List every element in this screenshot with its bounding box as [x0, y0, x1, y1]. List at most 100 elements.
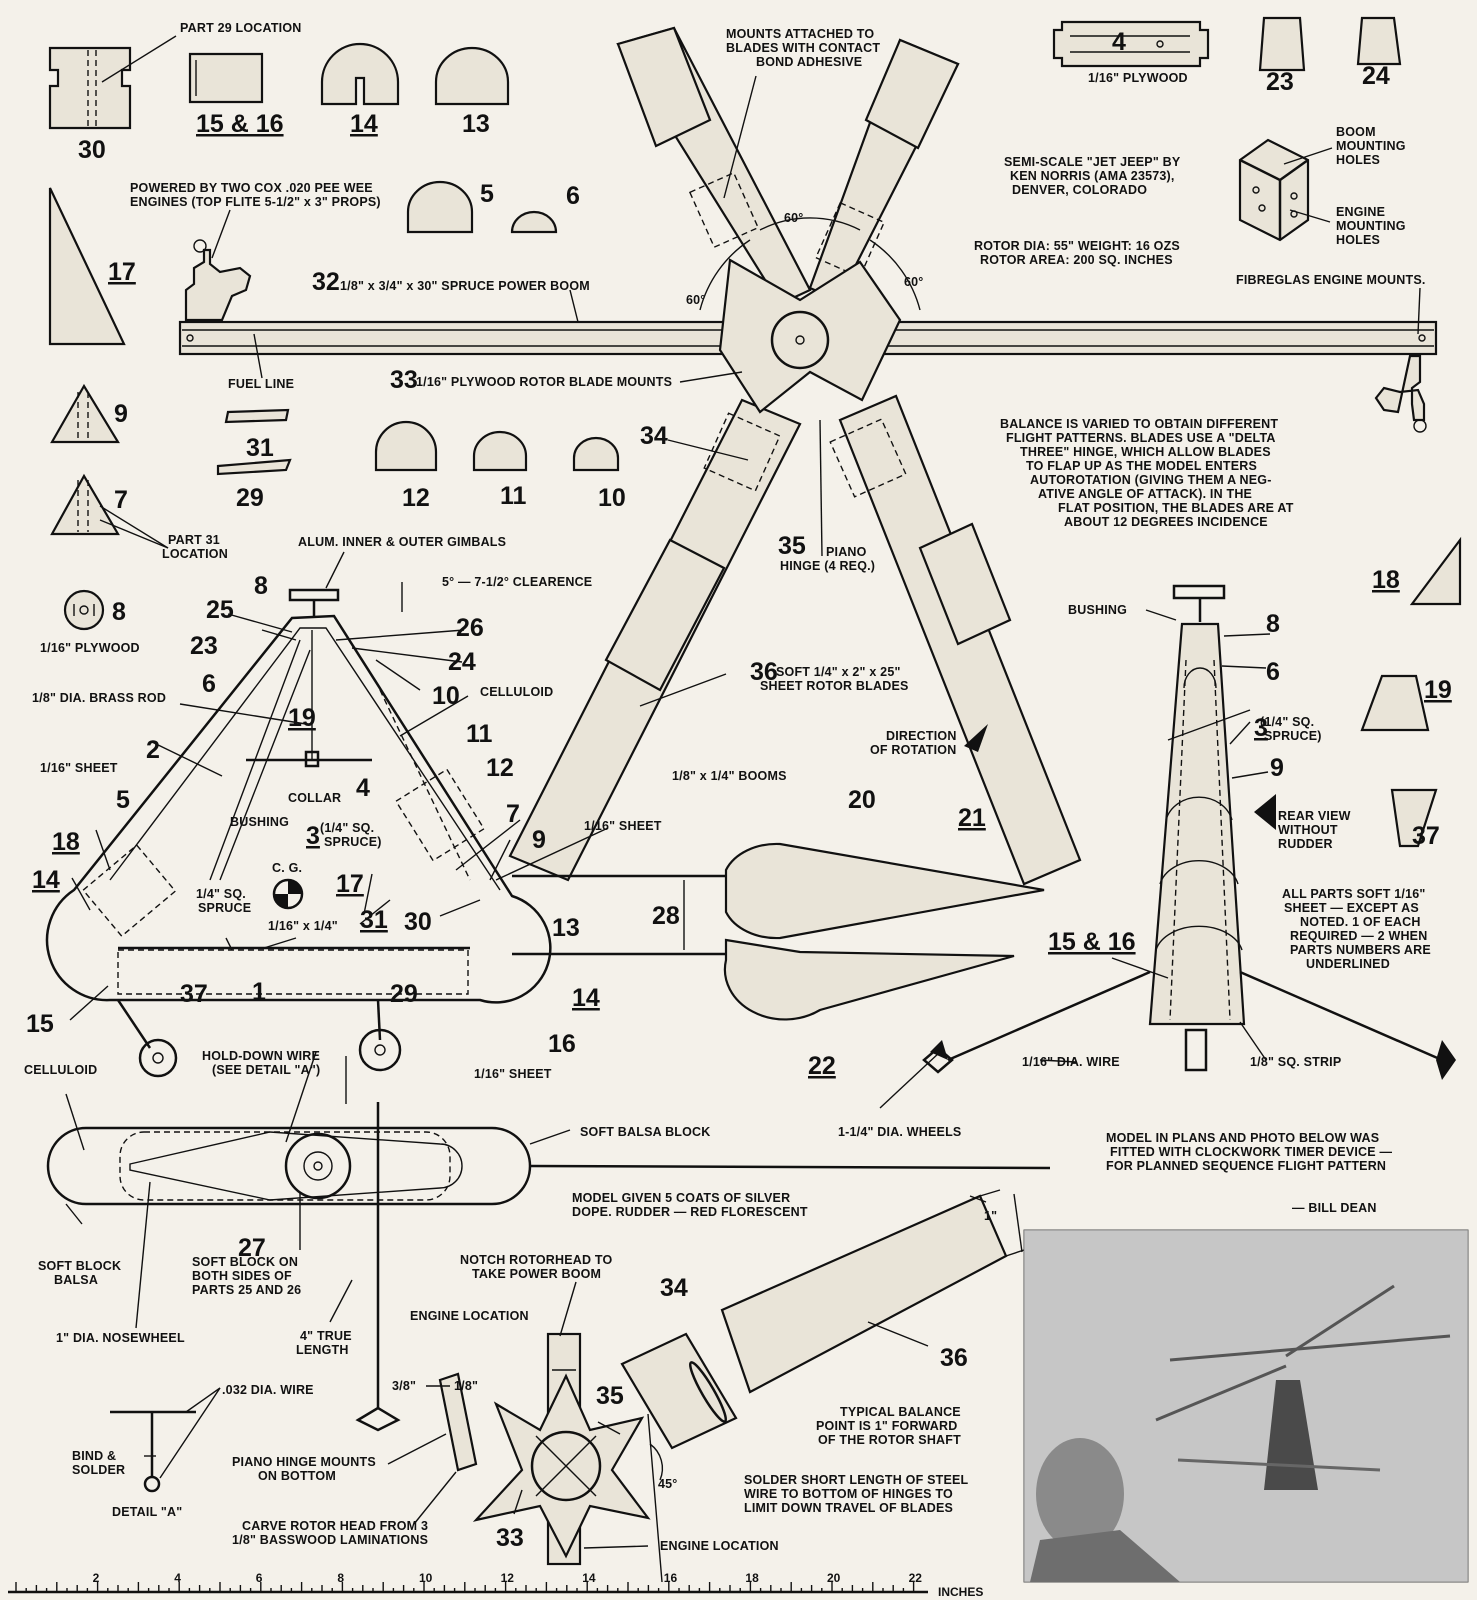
label-spruce-1: (1/4" SQ.: [320, 821, 374, 835]
part-numbers: 30 15 & 16 14 13 4 23 24 5 6 17 32 33 9 …: [26, 28, 1452, 1552]
part-num-19: 19: [1424, 676, 1452, 704]
ruler-label: 4: [174, 1571, 181, 1585]
part-num-16: 16: [548, 1030, 576, 1058]
detail-a: [110, 1410, 196, 1493]
part-12-shape: [374, 420, 438, 472]
label-dim-38: 3/8": [392, 1379, 416, 1393]
label-true-length-2: LENGTH: [296, 1343, 349, 1357]
part-num-23-side: 23: [190, 632, 218, 660]
label-celluloid-top: CELLULOID: [480, 685, 553, 699]
part-num-12: 12: [402, 484, 430, 512]
part-num-31: 31: [246, 434, 274, 462]
part-num-34-detail: 34: [660, 1274, 688, 1302]
label-balance-1: BALANCE IS VARIED TO OBTAIN DIFFERENT: [1000, 417, 1278, 431]
label-all-parts-4: REQUIRED — 2 WHEN: [1290, 929, 1427, 943]
label-power-boom: 1/8" x 3/4" x 30" SPRUCE POWER BOOM: [340, 279, 590, 293]
label-all-parts-5: PARTS NUMBERS ARE: [1290, 943, 1431, 957]
label-rear-view-3: RUDDER: [1278, 837, 1333, 851]
label-all-parts-2: SHEET — EXCEPT AS: [1284, 901, 1419, 915]
label-clockwork-3: FOR PLANNED SEQUENCE FLIGHT PATTERN: [1106, 1159, 1386, 1173]
part-num-5: 5: [480, 180, 494, 208]
engine-mount-box: [1238, 138, 1310, 242]
label-engine-holes-2: MOUNTING: [1336, 219, 1406, 233]
label-carve-2: 1/8" BASSWOOD LAMINATIONS: [232, 1533, 428, 1547]
part-num-11: 11: [500, 482, 527, 510]
label-sheet-116-b: 1/16" SHEET: [584, 819, 662, 833]
label-notch-2: TAKE POWER BOOM: [472, 1267, 601, 1281]
rotor-head-detail: [438, 1189, 1025, 1566]
label-credit-1: SEMI-SCALE "JET JEEP" BY: [1004, 155, 1181, 169]
label-brass-rod: 1/8" DIA. BRASS ROD: [32, 691, 166, 705]
label-piano-2: HINGE (4 REQ.): [780, 559, 875, 573]
ruler-label: 2: [93, 1571, 100, 1585]
label-balance-5: AUTOROTATION (GIVING THEM A NEG-: [1030, 473, 1272, 487]
part-num-19-side: 19: [288, 704, 316, 732]
label-soft-block-both-1: SOFT BLOCK ON: [192, 1255, 298, 1269]
part-num-20: 20: [848, 786, 876, 814]
label-piano-1: PIANO: [826, 545, 867, 559]
label-bushing-right: BUSHING: [1068, 603, 1127, 617]
part-6-shape: [510, 210, 558, 234]
label-dim-116-14: 1/16" x 1/4": [268, 919, 338, 933]
label-cg: C. G.: [272, 861, 302, 875]
part-num-29: 29: [236, 484, 264, 512]
label-rotor-mounts: 1/16" PLYWOOD ROTOR BLADE MOUNTS: [416, 375, 672, 389]
label-powered-2: ENGINES (TOP FLITE 5-1/2" x 3" PROPS): [130, 195, 381, 209]
label-sq-strip: 1/8" SQ. STRIP: [1250, 1055, 1341, 1069]
label-spruce-b-1: 1/4" SQ.: [196, 887, 246, 901]
part-num-14-side-b: 14: [572, 984, 600, 1012]
label-plywood-mid: 1/16" PLYWOOD: [40, 641, 140, 655]
part-num-8-left: 8: [112, 598, 126, 626]
ruler-label: 20: [827, 1571, 841, 1585]
part-13-shape: [434, 46, 510, 106]
part-num-37: 37: [1412, 822, 1440, 850]
label-credit-3: DENVER, COLORADO: [1012, 183, 1147, 197]
ruler-label: 14: [582, 1571, 596, 1585]
label-part31-loc-1: PART 31: [168, 533, 220, 547]
label-fibreglas: FIBREGLAS ENGINE MOUNTS.: [1236, 273, 1426, 287]
label-dim-18: 1/8": [454, 1379, 478, 1393]
label-boom-holes-2: MOUNTING: [1336, 139, 1406, 153]
part-15-16-shape: [188, 52, 264, 104]
part-18-shape: [1409, 536, 1462, 606]
label-boom-holes-1: BOOM: [1336, 125, 1376, 139]
label-celluloid-bottom: CELLULOID: [24, 1063, 97, 1077]
part-23-shape: [1258, 16, 1306, 72]
label-collar: COLLAR: [288, 791, 341, 805]
part-num-24: 24: [1362, 62, 1390, 90]
label-boom-holes-3: HOLES: [1336, 153, 1380, 167]
part-num-9: 9: [114, 400, 128, 428]
part-num-10: 10: [598, 484, 626, 512]
label-hinge-mounts-2: ON BOTTOM: [258, 1469, 336, 1483]
label-spruce-right-1: (1/4" SQ.: [1260, 715, 1314, 729]
part-num-1: 1: [252, 978, 266, 1006]
part-num-4-side: 4: [356, 774, 370, 802]
part-num-24-side: 24: [448, 648, 476, 676]
part-5-shape: [406, 180, 474, 234]
label-solder-1: SOLDER SHORT LENGTH OF STEEL: [744, 1473, 969, 1487]
label-booms: 1/8" x 1/4" BOOMS: [672, 769, 787, 783]
label-balance-4: TO FLAP UP AS THE MODEL ENTERS: [1026, 459, 1257, 473]
label-hold-down-1: HOLD-DOWN WIRE: [202, 1049, 320, 1063]
label-bind-1: BIND &: [72, 1449, 116, 1463]
part-num-3-side: 3: [306, 822, 320, 850]
part-24-shape: [1356, 16, 1402, 66]
part-num-32: 32: [312, 268, 340, 296]
label-bill-dean: — BILL DEAN: [1292, 1201, 1377, 1215]
label-engine-holes-3: HOLES: [1336, 233, 1380, 247]
part-9-shape: [50, 383, 120, 444]
label-part29-location: PART 29 LOCATION: [180, 21, 302, 35]
label-wire-116: 1/16" DIA. WIRE: [1022, 1055, 1120, 1069]
part-num-35: 35: [778, 532, 806, 560]
part-num-3-rear: 3: [1254, 714, 1268, 742]
part-num-28: 28: [652, 902, 680, 930]
label-mounts-1: MOUNTS ATTACHED TO: [726, 27, 874, 41]
ruler-unit: INCHES: [938, 1585, 983, 1599]
label-plywood-top: 1/16" PLYWOOD: [1088, 71, 1188, 85]
part-num-35-detail: 35: [596, 1382, 624, 1410]
part-num-11-side: 11: [466, 720, 493, 748]
label-true-length-1: 4" TRUE: [300, 1329, 352, 1343]
